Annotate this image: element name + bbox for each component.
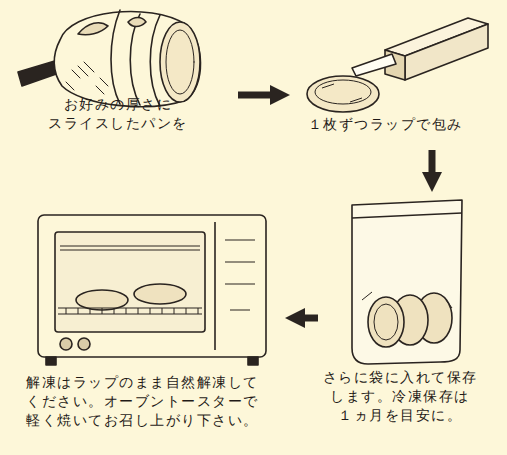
slice-line	[150, 15, 160, 106]
toast-slice	[134, 284, 186, 304]
toaster-foot	[248, 357, 258, 365]
wrapped-slice	[307, 76, 379, 112]
bag-illustration	[352, 200, 462, 364]
bag-shine	[362, 292, 452, 308]
step-caption: 解凍はラップのまま自然解凍して ください。オーブントースターで 軽く焼いてお召し…	[15, 373, 270, 430]
toast-slice	[76, 290, 128, 310]
slice-line	[111, 10, 120, 104]
step-node: １枚ずつラップで包み	[290, 0, 480, 150]
toaster-knob	[60, 338, 72, 350]
step-caption: さらに袋に入れて保存 します。冷凍保存は １ヵ月を目安に。	[318, 368, 482, 425]
bread-score	[128, 18, 146, 27]
toaster-illustration	[38, 215, 266, 365]
slice-line	[130, 14, 140, 105]
slice-crumb	[315, 80, 371, 104]
wrap-box-front	[405, 24, 488, 80]
step-node: お好みの厚さに スライスしたパンを	[18, 0, 238, 145]
toaster-foot	[46, 357, 56, 365]
flow-arrow	[297, 315, 318, 322]
bagged-slice	[368, 297, 404, 347]
bag-zip	[352, 213, 462, 218]
bread-illustration	[18, 10, 201, 107]
bread-score	[78, 23, 108, 35]
toaster-rack	[58, 308, 202, 314]
flow-arrow	[429, 150, 436, 180]
step-caption: １枚ずつラップで包み	[290, 115, 480, 134]
slice-face	[160, 22, 200, 102]
hatch	[66, 62, 108, 94]
panel-lines	[225, 240, 255, 310]
wrap-illustration	[307, 18, 488, 112]
step-node: 解凍はラップのまま自然解凍して ください。オーブントースターで 軽く焼いてお召し…	[15, 205, 285, 450]
panel-divider	[214, 222, 216, 350]
heater	[60, 246, 200, 250]
step-caption: お好みの厚さに スライスしたパンを	[18, 95, 218, 133]
slice-crumb	[374, 304, 398, 340]
bread-loaf	[54, 11, 200, 106]
step-node: さらに袋に入れて保存 します。冷凍保存は １ヵ月を目安に。	[318, 192, 482, 447]
wrap-film	[352, 54, 396, 76]
rack-bars	[66, 308, 198, 314]
wrap-shine	[322, 84, 362, 102]
slice-crumb	[166, 30, 194, 94]
toaster-knob	[78, 338, 90, 350]
flow-arrow	[238, 92, 278, 99]
freezer-bag	[352, 200, 462, 364]
toaster-body	[38, 215, 266, 357]
toaster-window	[55, 232, 205, 332]
